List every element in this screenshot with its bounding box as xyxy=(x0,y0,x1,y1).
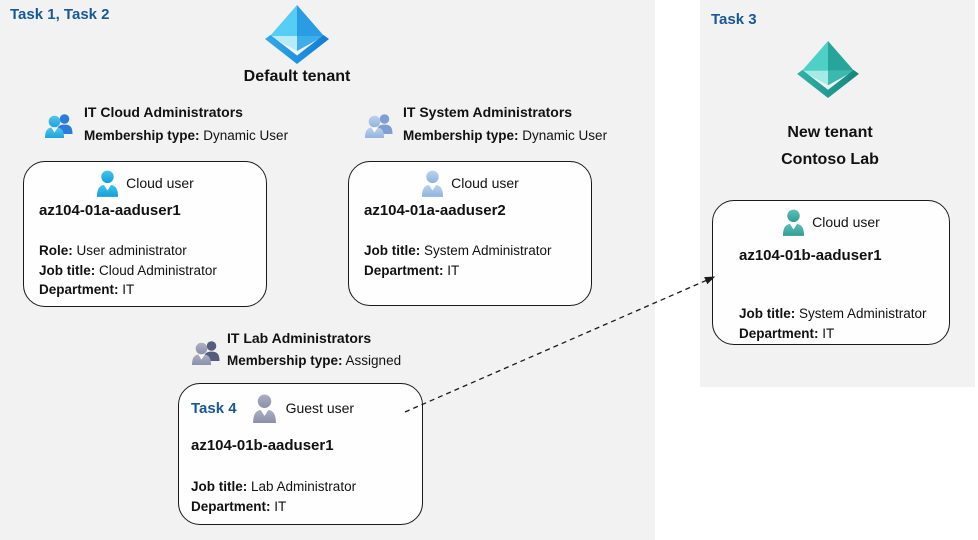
card-header: Cloud user xyxy=(349,169,591,197)
task-3-label: Task 3 xyxy=(711,11,757,28)
group-icon-cloud-admins xyxy=(45,114,73,138)
group-name-cloud-admins: IT Cloud Administrators xyxy=(84,104,243,120)
cloud-user-icon xyxy=(97,170,119,197)
user-name: az104-01a-aaduser2 xyxy=(364,202,506,219)
membership-type-value: Dynamic User xyxy=(203,128,289,143)
user-type-label: Guest user xyxy=(285,400,355,416)
cloud-user-icon xyxy=(422,170,444,197)
azure-ad-new-tenant-icon xyxy=(797,40,859,98)
field-job-title: Job title: Lab Administrator xyxy=(191,479,357,494)
group-membership-lab-admins: Membership type: Assigned xyxy=(227,353,401,368)
membership-type-label: Membership type: xyxy=(227,353,343,368)
task-1-2-label: Task 1, Task 2 xyxy=(10,6,110,23)
membership-type-label: Membership type: xyxy=(84,128,200,143)
task-4-label: Task 4 xyxy=(191,399,237,417)
user-name: az104-01b-aaduser1 xyxy=(191,437,334,454)
group-icon-system-admins xyxy=(365,114,393,138)
field-job-title: Job title: Cloud Administrator xyxy=(39,262,217,278)
new-tenant-title-line1: New tenant xyxy=(787,124,873,141)
group-membership-system-admins: Membership type: Dynamic User xyxy=(403,128,607,143)
user-name: az104-01a-aaduser1 xyxy=(39,202,181,219)
field-department: Department: IT xyxy=(39,282,135,297)
user-fields: Job title: System Administrator Departme… xyxy=(739,304,927,343)
guest-user-icon xyxy=(252,394,276,423)
user-type-label: Cloud user xyxy=(812,214,880,230)
field-department: Department: IT xyxy=(364,262,460,278)
card-header: Task 4 Guest user xyxy=(179,394,422,423)
user-fields: Job title: System Administrator Departme… xyxy=(364,241,552,280)
field-role: Role: User administrator xyxy=(39,243,187,258)
azure-ad-tenant-icon xyxy=(265,5,329,64)
user-card-aaduser1: Cloud user az104-01a-aaduser1 Role: User… xyxy=(23,161,267,307)
membership-type-value: Assigned xyxy=(345,353,402,368)
user-name: az104-01b-aaduser1 xyxy=(739,247,882,264)
cloud-user-icon xyxy=(783,209,805,236)
field-job-title: Job title: System Administrator xyxy=(364,243,552,258)
user-fields: Role: User administrator Job title: Clou… xyxy=(39,241,217,300)
field-department: Department: IT xyxy=(191,498,287,514)
user-card-aaduser2: Cloud user az104-01a-aaduser2 Job title:… xyxy=(348,161,592,306)
user-type-label: Cloud user xyxy=(126,175,194,191)
group-name-system-admins: IT System Administrators xyxy=(403,104,573,120)
user-fields: Job title: Lab Administrator Department:… xyxy=(191,477,356,516)
card-header: Cloud user xyxy=(24,169,266,197)
field-job-title: Job title: System Administrator xyxy=(739,306,927,321)
membership-type-label: Membership type: xyxy=(403,128,519,143)
guest-user-card: Task 4 Guest user az104-01b-aaduser1 Job… xyxy=(178,383,423,525)
membership-type-value: Dynamic User xyxy=(522,128,608,143)
default-tenant-title: Default tenant xyxy=(243,68,351,85)
user-type-label: Cloud user xyxy=(451,175,519,191)
group-name-lab-admins: IT Lab Administrators xyxy=(227,330,372,346)
card-header: Cloud user xyxy=(713,208,949,236)
group-membership-cloud-admins: Membership type: Dynamic User xyxy=(84,128,288,143)
group-icon-lab-admins xyxy=(192,341,220,365)
field-department: Department: IT xyxy=(739,325,835,341)
new-tenant-user-card: Cloud user az104-01b-aaduser1 Job title:… xyxy=(712,200,950,345)
new-tenant-title-line2: Contoso Lab xyxy=(781,151,879,168)
